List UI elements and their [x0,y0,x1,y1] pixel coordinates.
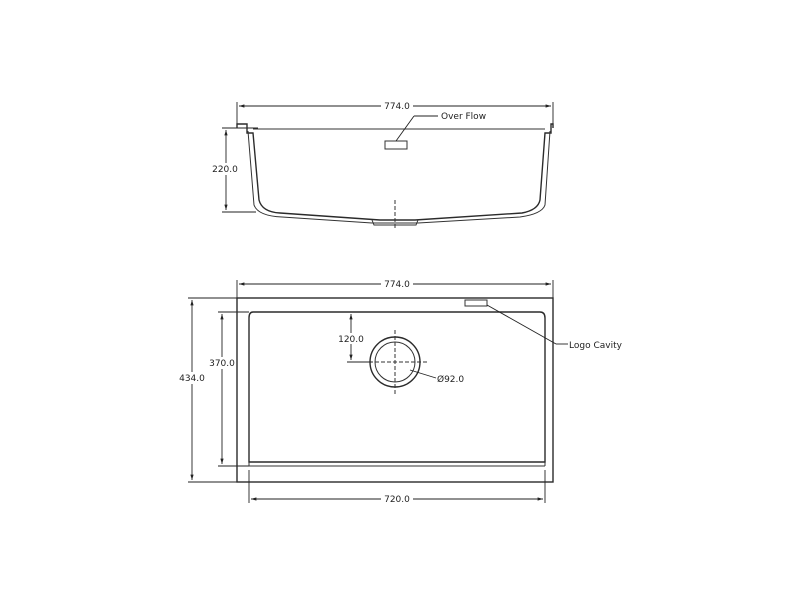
section-height-dimension: 220.0 [212,165,238,175]
plan-inner-width-dimension: 720.0 [384,495,410,505]
plan-view: 774.0 434.0 370.0 120.0 Ø92.0 [178,278,623,505]
logo-cavity [464,299,488,307]
plan-width-dimension: 774.0 [384,280,410,290]
section-view: 774.0 220.0 Over Flow [210,100,554,228]
drain-offset-dimension: 120.0 [338,335,364,345]
plan-outer-height-dimension: 434.0 [179,374,205,384]
section-width-dimension: 774.0 [384,102,410,112]
sink-outer-rim [236,297,554,483]
plan-inner-height-dimension: 370.0 [209,359,235,369]
logo-cavity-label: Logo Cavity [569,341,623,351]
overflow-label: Over Flow [441,112,486,122]
overflow-slot [384,140,408,150]
drain-diameter-dimension: Ø92.0 [437,374,464,385]
sink-section-outline [236,123,554,221]
